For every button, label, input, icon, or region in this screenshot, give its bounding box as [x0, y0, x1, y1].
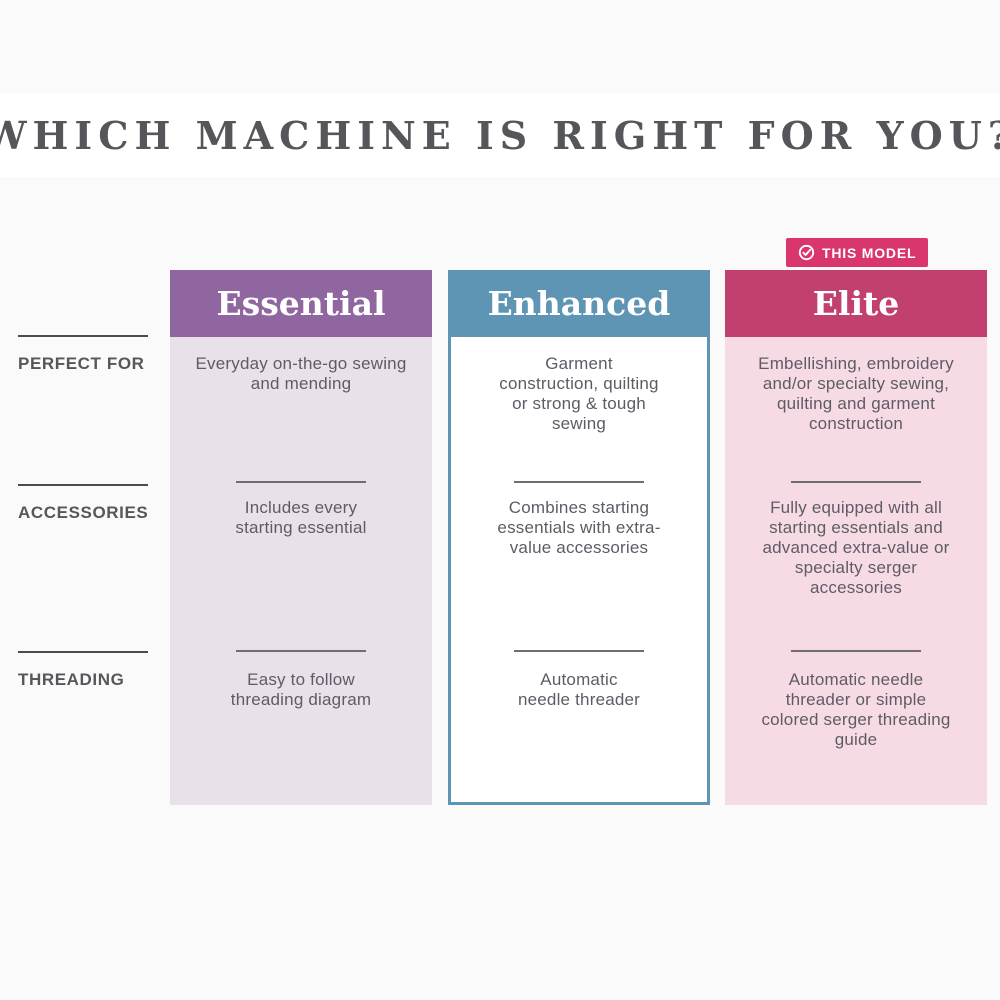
title-banner: WHICH MACHINE IS RIGHT FOR YOU?	[0, 93, 1000, 177]
cell-divider	[791, 650, 921, 652]
row-divider-line	[18, 651, 148, 653]
cell-divider	[514, 650, 644, 652]
row-label-threading: THREADING	[18, 670, 125, 689]
column-body-essential	[170, 337, 432, 805]
column-header-enhanced: Enhanced	[448, 270, 710, 337]
check-circle-icon	[798, 244, 815, 261]
cell-enhanced-perfect-for: Garment construction, quilting or strong…	[499, 354, 659, 433]
page-title: WHICH MACHINE IS RIGHT FOR YOU?	[0, 112, 1000, 158]
row-label-group-threading: THREADING	[18, 651, 150, 690]
column-header-essential: Essential	[170, 270, 432, 337]
column-body-elite	[725, 337, 987, 805]
cell-divider	[514, 481, 644, 483]
cell-elite-accessories: Fully equipped with all starting essenti…	[762, 498, 950, 597]
cell-elite-threading: Automatic needle threader or simple colo…	[761, 670, 951, 749]
column-body-enhanced	[448, 337, 710, 805]
cell-essential-perfect-for: Everyday on-the-go sewing and mending	[195, 354, 407, 393]
cell-divider	[791, 481, 921, 483]
cell-enhanced-threading: Automatic needle threader	[517, 670, 641, 709]
row-divider-line	[18, 335, 148, 337]
column-elite: Elite Embellishing, embroidery and/or sp…	[725, 270, 987, 805]
row-label-group-perfect-for: PERFECT FOR	[18, 335, 150, 374]
column-header-elite: Elite	[725, 270, 987, 337]
cell-elite-perfect-for: Embellishing, embroidery and/or specialt…	[758, 354, 954, 433]
row-label-group-accessories: ACCESSORIES	[18, 484, 150, 523]
cell-essential-threading: Easy to follow threading diagram	[230, 670, 372, 709]
column-essential: Essential Everyday on-the-go sewing and …	[170, 270, 432, 805]
row-label-perfect-for: PERFECT FOR	[18, 354, 145, 373]
row-label-accessories: ACCESSORIES	[18, 503, 149, 522]
this-model-badge: THIS MODEL	[786, 238, 929, 267]
row-divider-line	[18, 484, 148, 486]
cell-essential-accessories: Includes every starting essential	[235, 498, 367, 537]
cell-divider	[236, 481, 366, 483]
cell-enhanced-accessories: Combines starting essentials with extra-…	[497, 498, 661, 557]
column-enhanced: Enhanced Garment construction, quilting …	[448, 270, 710, 805]
badge-label: THIS MODEL	[822, 244, 917, 261]
cell-divider	[236, 650, 366, 652]
